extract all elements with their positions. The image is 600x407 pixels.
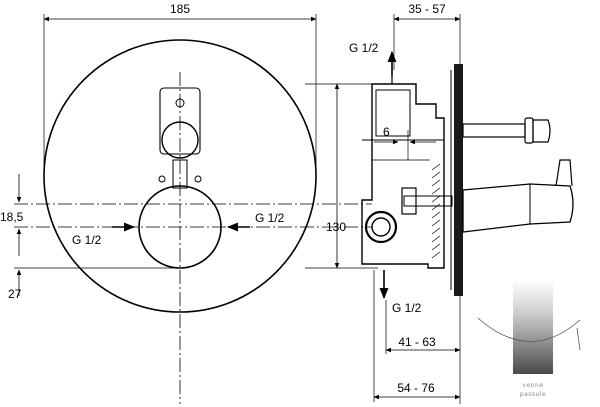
- label-height-total: 130: [326, 220, 346, 234]
- label-depth-top: 35 - 57: [408, 2, 446, 16]
- label-vertical-lower: 27: [8, 287, 22, 301]
- side-view: [361, 14, 574, 404]
- watermark-tick: [576, 327, 581, 351]
- stem: [172, 159, 188, 189]
- diverter-screw: [175, 98, 185, 108]
- rod-nut: [401, 187, 417, 215]
- label-depth-mid: 41 - 63: [398, 335, 436, 349]
- label-thread-top: G 1/2: [349, 41, 379, 55]
- threaded-rod: [403, 195, 453, 207]
- label-left-thread: G 1/2: [72, 233, 102, 247]
- inlet-fitting-inner: [371, 217, 391, 237]
- diverter-cap: [532, 119, 551, 143]
- front-view: [14, 14, 378, 404]
- handle-lever: [555, 159, 573, 187]
- hatching: [431, 163, 441, 259]
- cover-plate-circle: [43, 39, 317, 313]
- thermostat-handle: [462, 183, 574, 233]
- watermark-arc: [477, 317, 581, 342]
- side-screw-right: [194, 175, 202, 183]
- side-screw-left: [158, 175, 166, 183]
- valve-block-upper: [375, 89, 411, 137]
- inlet-fitting-outer: [364, 210, 398, 244]
- label-width-total: 185: [170, 2, 190, 16]
- watermark-line2: passule: [520, 391, 546, 398]
- label-offset-small: 6: [383, 125, 390, 139]
- diverter-bracket: [159, 87, 201, 155]
- diverter-knob: [161, 121, 199, 159]
- watermark-line1: venne: [522, 382, 543, 389]
- diverter-handle: [524, 117, 534, 144]
- watermark-logo: venne passule: [477, 280, 581, 398]
- watermark-gradient-bar: [513, 280, 553, 374]
- label-thread-bottom: G 1/2: [392, 301, 422, 315]
- valve-body: [361, 83, 445, 269]
- label-vertical-upper: 18,5: [0, 210, 24, 224]
- diverter-spindle: [462, 123, 526, 138]
- dimension-labels: 185 35 - 57 G 1/2 6 130 G 1/2 G 1/2 G 1/…: [0, 2, 446, 395]
- wall-plate: [454, 64, 463, 296]
- label-depth-bottom: 54 - 76: [397, 381, 435, 395]
- label-right-thread: G 1/2: [255, 211, 285, 225]
